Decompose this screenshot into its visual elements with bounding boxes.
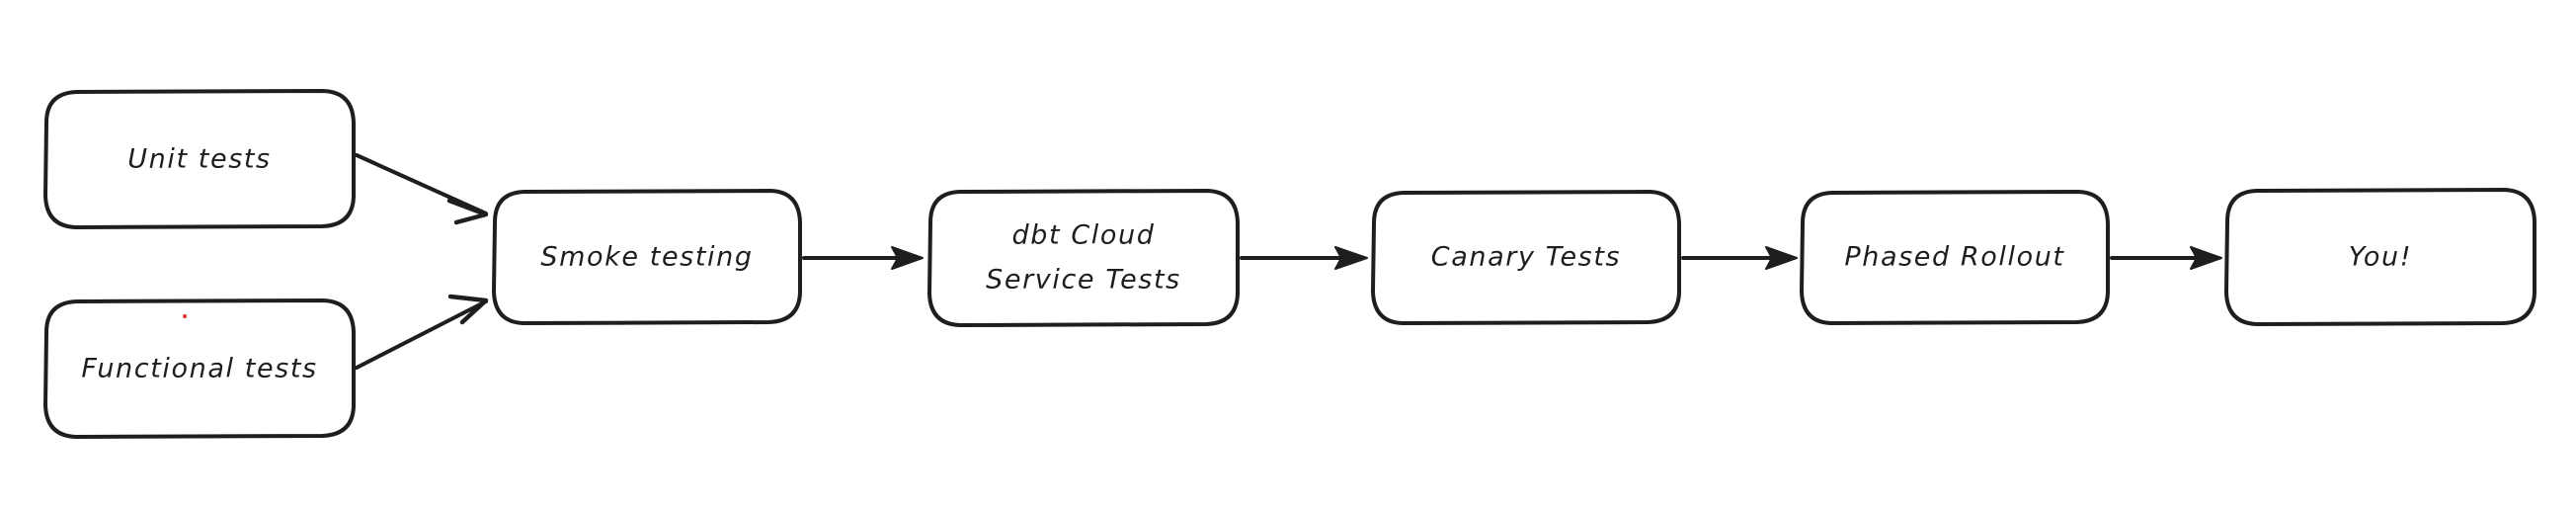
node-smoke-testing[interactable]: Smoke testing: [492, 189, 802, 325]
edge-smoke-to-dbt: [802, 246, 924, 270]
node-label-unit-tests: Unit tests: [127, 144, 271, 175]
node-label-canary-tests: Canary Tests: [1431, 242, 1621, 273]
node-label-phased-rollout: Phased Rollout: [1844, 242, 2064, 273]
node-label-functional-tests: Functional tests: [81, 354, 317, 384]
node-unit-tests[interactable]: Unit tests: [43, 89, 356, 229]
edge-functional-to-smoke: [355, 294, 489, 370]
edge-dbt-to-canary: [1240, 246, 1368, 270]
node-dbt-cloud-service-tests[interactable]: dbt Cloud Service Tests: [927, 189, 1240, 327]
node-canary-tests[interactable]: Canary Tests: [1371, 190, 1681, 325]
edge-canary-to-phased: [1681, 246, 1798, 270]
red-dot-artifact: [183, 314, 187, 318]
node-label-you: You!: [2349, 242, 2412, 273]
node-you[interactable]: You!: [2224, 188, 2536, 326]
node-label-dbt-cloud-line1: dbt Cloud: [1012, 220, 1156, 251]
node-functional-tests[interactable]: Functional tests: [43, 298, 356, 439]
edge-unit-to-smoke: [355, 153, 489, 225]
node-label-smoke-testing: Smoke testing: [540, 242, 753, 273]
node-label-dbt-cloud-line2: Service Tests: [986, 265, 1181, 296]
node-phased-rollout[interactable]: Phased Rollout: [1800, 190, 2110, 325]
edge-phased-to-you: [2110, 246, 2222, 270]
